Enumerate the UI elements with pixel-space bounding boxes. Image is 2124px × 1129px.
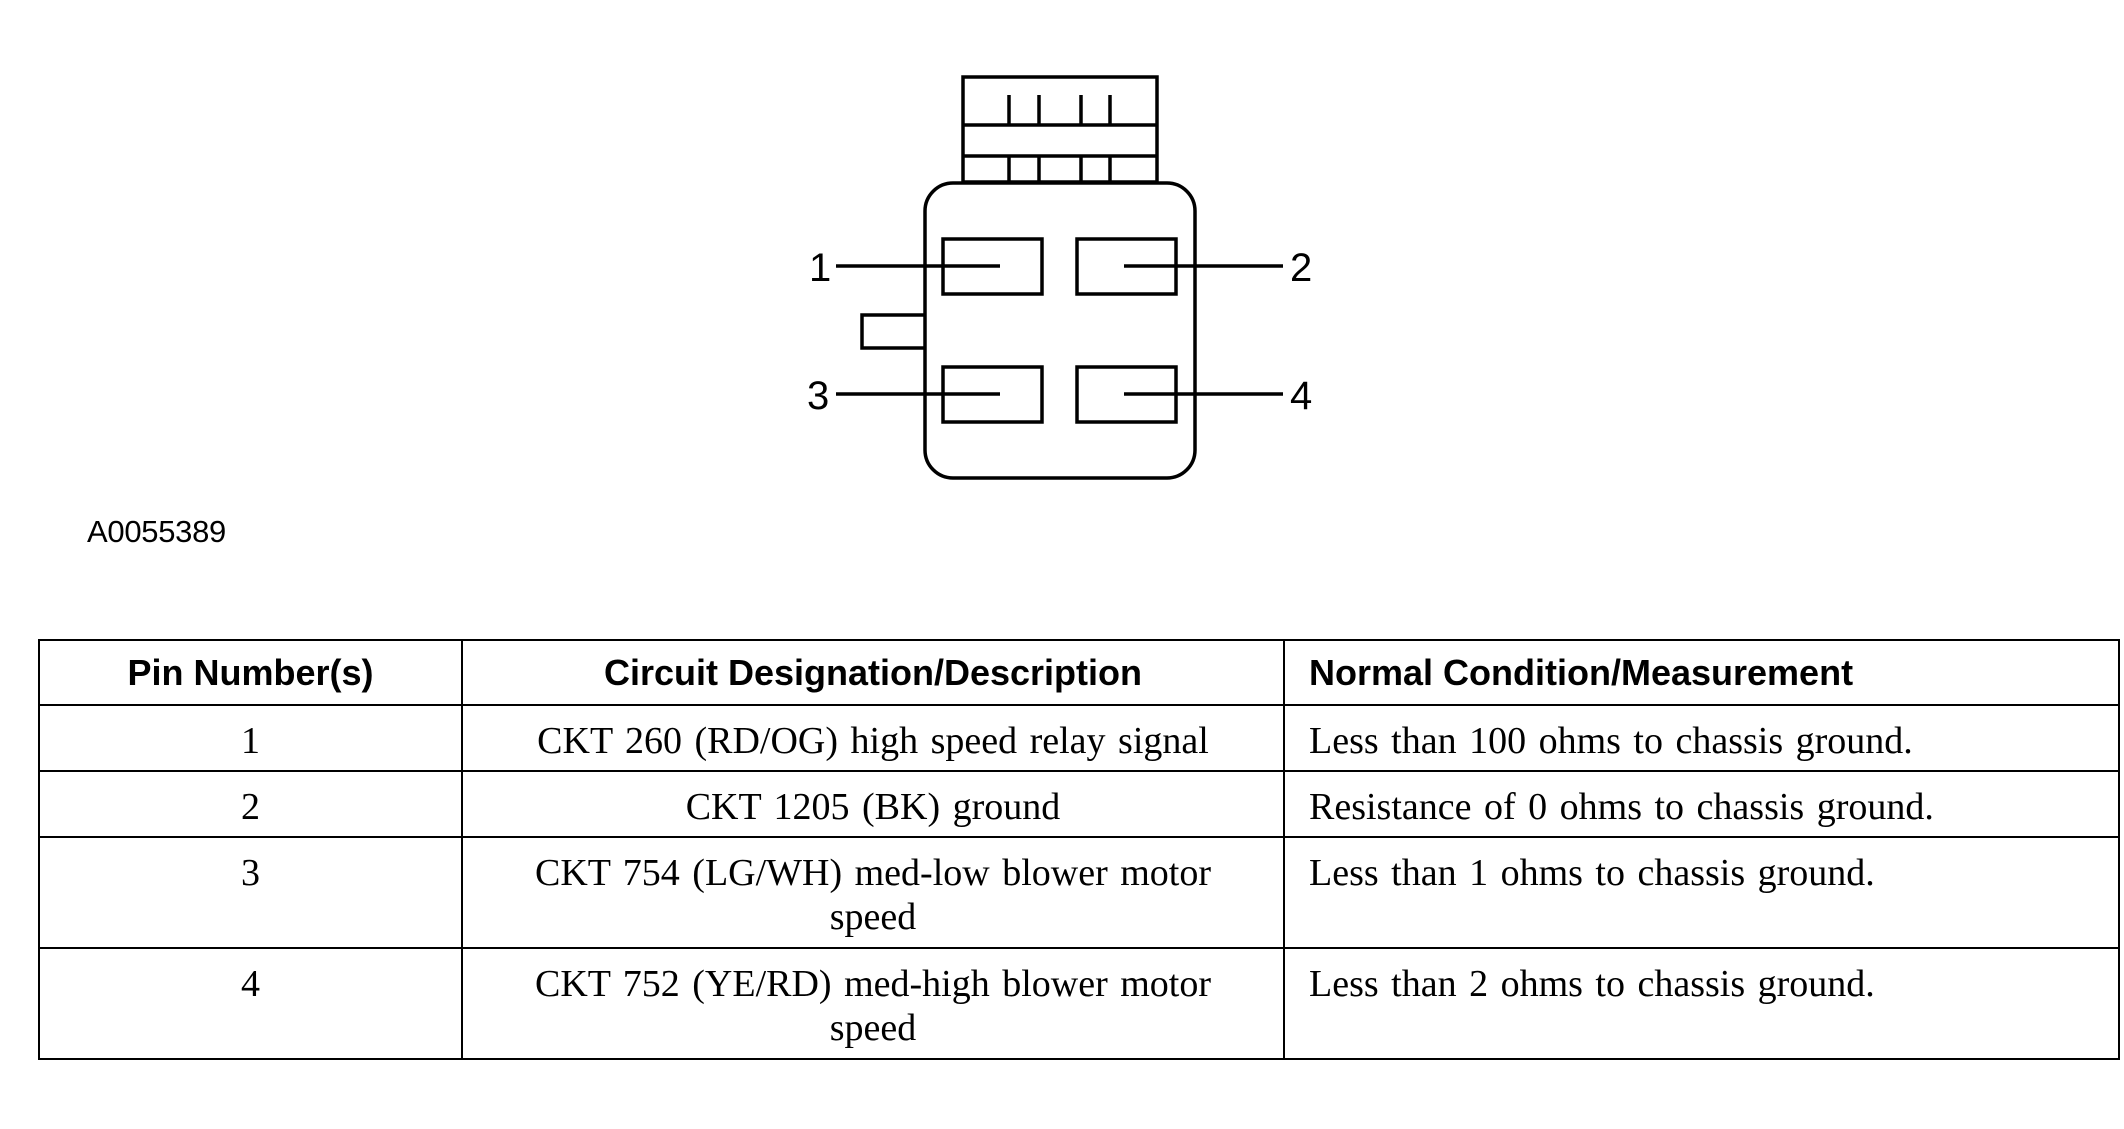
connector-diagram: 1 2 3 4 xyxy=(807,75,1312,480)
pin-label-2: 2 xyxy=(1290,246,1312,290)
pin-number-cell: 4 xyxy=(38,947,463,1060)
measurement-cell: Resistance of 0 ohms to chassis ground. xyxy=(1283,770,2120,838)
pin-number-cell: 3 xyxy=(38,836,463,949)
measurement-cell: Less than 2 ohms to chassis ground. xyxy=(1283,947,2120,1060)
pin-label-1: 1 xyxy=(809,246,831,290)
connector-key xyxy=(860,313,925,350)
circuit-description-cell: CKT 754 (LG/WH) med-low blower motor spe… xyxy=(461,836,1285,949)
circuit-description-text: CKT 754 (LG/WH) med-low blower motor spe… xyxy=(534,852,1211,938)
measurement-text: Less than 2 ohms to chassis ground. xyxy=(1309,963,1875,1005)
connector-body xyxy=(923,181,1197,480)
header-circuit-designation: Circuit Designation/Description xyxy=(461,639,1285,706)
pin-number-cell: 1 xyxy=(38,704,463,772)
pin-label-3: 3 xyxy=(807,374,829,418)
pin-number-cell: 2 xyxy=(38,770,463,838)
circuit-description-cell: CKT 752 (YE/RD) med-high blower motor sp… xyxy=(461,947,1285,1060)
measurement-cell: Less than 1 ohms to chassis ground. xyxy=(1283,836,2120,949)
header-pin-numbers: Pin Number(s) xyxy=(38,639,463,706)
circuit-description-cell: CKT 1205 (BK) ground xyxy=(461,770,1285,838)
measurement-text: Resistance of 0 ohms to chassis ground. xyxy=(1309,786,1934,828)
measurement-text: Less than 1 ohms to chassis ground. xyxy=(1309,852,1875,894)
connector-harness-block xyxy=(961,75,1159,184)
measurement-cell: Less than 100 ohms to chassis ground. xyxy=(1283,704,2120,772)
table-row: 4 CKT 752 (YE/RD) med-high blower motor … xyxy=(38,947,2120,1060)
circuit-description-text: CKT 1205 (BK) ground xyxy=(685,786,1061,828)
table-header-row: Pin Number(s) Circuit Designation/Descri… xyxy=(38,639,2120,706)
pin-label-4: 4 xyxy=(1290,374,1312,418)
pin-specification-table: Pin Number(s) Circuit Designation/Descri… xyxy=(38,639,2120,1060)
circuit-description-text: CKT 752 (YE/RD) med-high blower motor sp… xyxy=(534,963,1212,1049)
measurement-text: Less than 100 ohms to chassis ground. xyxy=(1309,720,1913,762)
table-row: 3 CKT 754 (LG/WH) med-low blower motor s… xyxy=(38,836,2120,949)
table-row: 1 CKT 260 (RD/OG) high speed relay signa… xyxy=(38,704,2120,772)
header-normal-condition: Normal Condition/Measurement xyxy=(1283,639,2120,706)
figure-id: A0055389 xyxy=(87,514,226,549)
circuit-description-cell: CKT 260 (RD/OG) high speed relay signal xyxy=(461,704,1285,772)
table-row: 2 CKT 1205 (BK) ground Resistance of 0 o… xyxy=(38,770,2120,838)
circuit-description-text: CKT 260 (RD/OG) high speed relay signal xyxy=(537,720,1209,762)
